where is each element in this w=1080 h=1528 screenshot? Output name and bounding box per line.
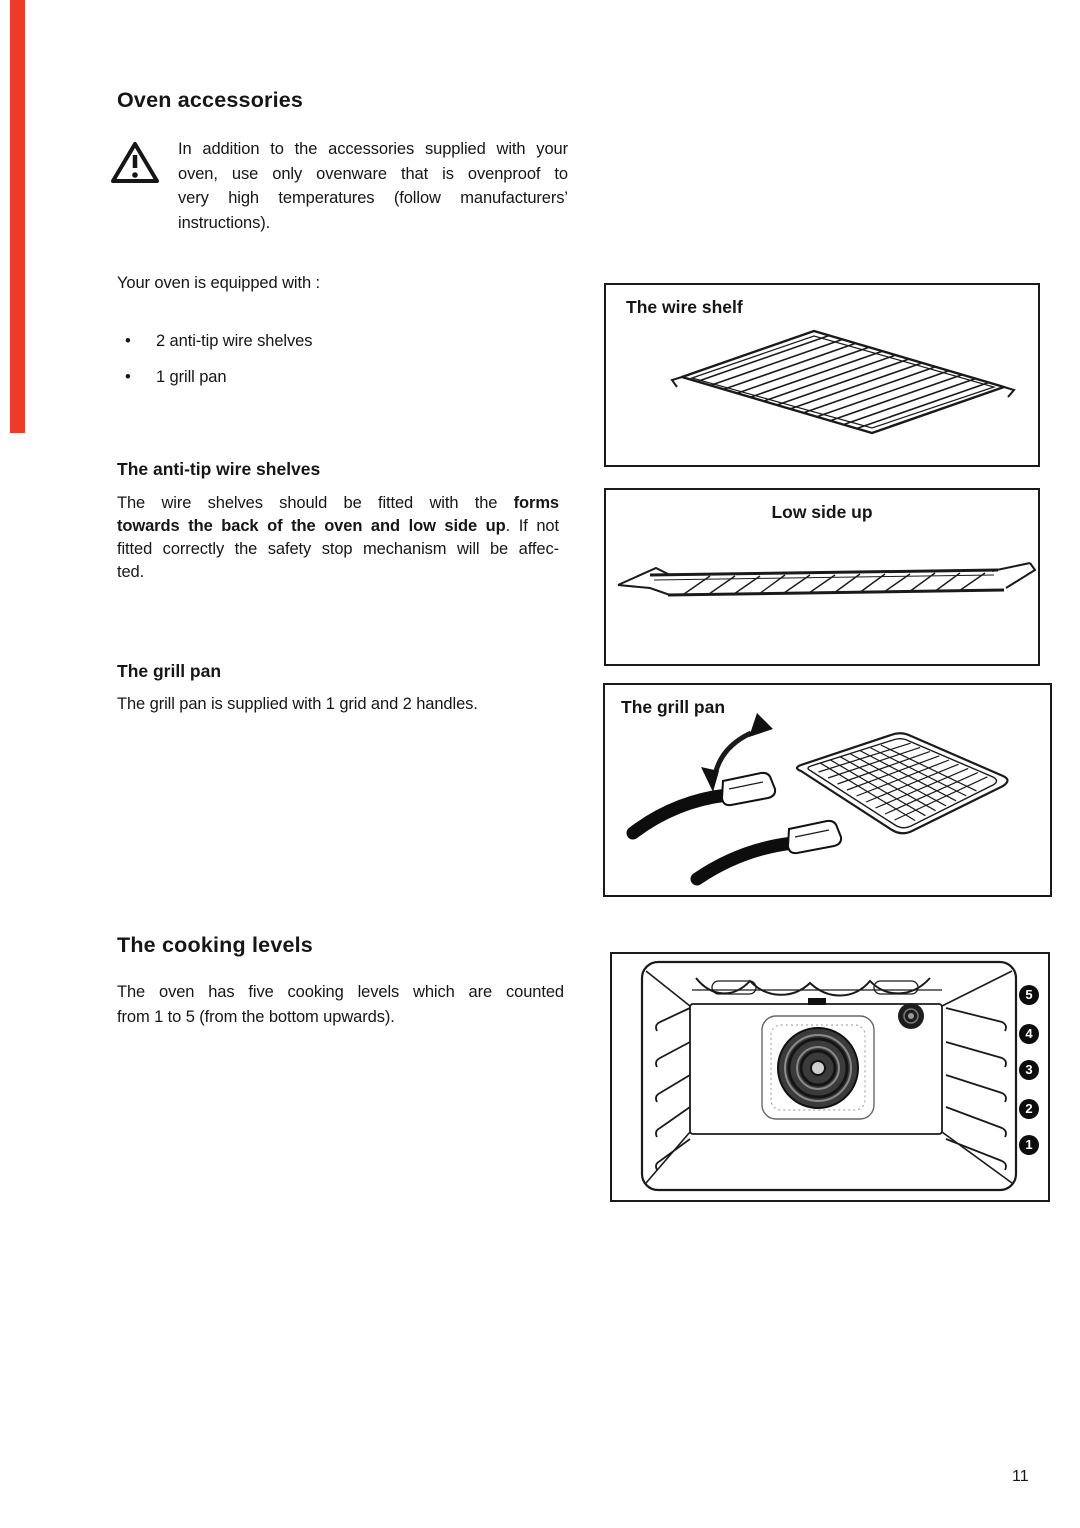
list-item: • 2 anti-tip wire shelves — [125, 330, 312, 353]
list-item-label: 1 grill pan — [156, 368, 227, 386]
warning-line: instructions). — [178, 213, 271, 232]
warning-icon — [111, 142, 159, 183]
figure-low-side-up: Low side up — [604, 488, 1040, 666]
swap-arrow-icon — [712, 730, 753, 776]
section-title-oven-accessories: Oven accessories — [117, 88, 304, 112]
warning-line: In addition to the accessories supplied … — [178, 140, 568, 158]
figure-caption: The wire shelf — [626, 297, 743, 317]
wire-shelf-illustration — [670, 329, 1016, 435]
figure-caption: The grill pan — [621, 697, 726, 717]
cooking-paragraph: The oven has five cooking levels which a… — [117, 980, 564, 1030]
warning-paragraph: In addition to the accessories supplied … — [178, 137, 568, 235]
figure-grill-pan: The grill pan — [603, 683, 1052, 897]
grill-pan-illustration — [626, 713, 1009, 886]
level-badge-2: 2 — [1019, 1099, 1039, 1119]
page-number: 11 — [1012, 1468, 1029, 1485]
oven-interior-illustration — [640, 960, 1018, 1192]
low-side-up-illustration — [617, 562, 1037, 597]
list-item-label: 2 anti-tip wire shelves — [156, 332, 313, 350]
paragraph-line: The oven has five cooking levels which a… — [117, 983, 564, 1001]
warning-line: very high temperatures (follow manufactu… — [178, 189, 568, 207]
paragraph-line: fitted correctly the safety stop mechani… — [117, 540, 559, 558]
heading-anti-tip-wire-shelves: The anti-tip wire shelves — [117, 459, 321, 479]
warning-line: oven, use only ovenware that is ovenproo… — [178, 164, 568, 183]
list-item: • 1 grill pan — [125, 366, 227, 389]
anti-tip-paragraph: The wire shelves should be fitted with t… — [117, 492, 559, 584]
grill-pan-paragraph: The grill pan is supplied with 1 grid an… — [117, 695, 478, 713]
paragraph-line: from 1 to 5 (from the bottom upwards). — [117, 1008, 395, 1026]
level-badge-4: 4 — [1019, 1024, 1039, 1044]
bullet-icon: • — [125, 368, 131, 386]
paragraph-line: The wire shelves should be fitted with t… — [117, 494, 559, 512]
bullet-icon: • — [125, 332, 131, 350]
paragraph-line: ted. — [117, 563, 145, 581]
page-edge-mark — [10, 0, 25, 433]
heading-grill-pan: The grill pan — [117, 661, 222, 681]
figure-cooking-levels: 5 4 3 2 1 — [610, 952, 1050, 1202]
equipped-intro: Your oven is equipped with : — [117, 274, 320, 292]
figure-wire-shelf: The wire shelf — [604, 283, 1040, 467]
figure-caption: Low side up — [771, 502, 873, 522]
level-badge-1: 1 — [1019, 1135, 1039, 1155]
level-badge-3: 3 — [1019, 1060, 1039, 1080]
section-title-cooking-levels: The cooking levels — [117, 933, 313, 957]
paragraph-line: towards the back of the oven and low sid… — [117, 517, 559, 535]
level-badge-5: 5 — [1019, 985, 1039, 1005]
